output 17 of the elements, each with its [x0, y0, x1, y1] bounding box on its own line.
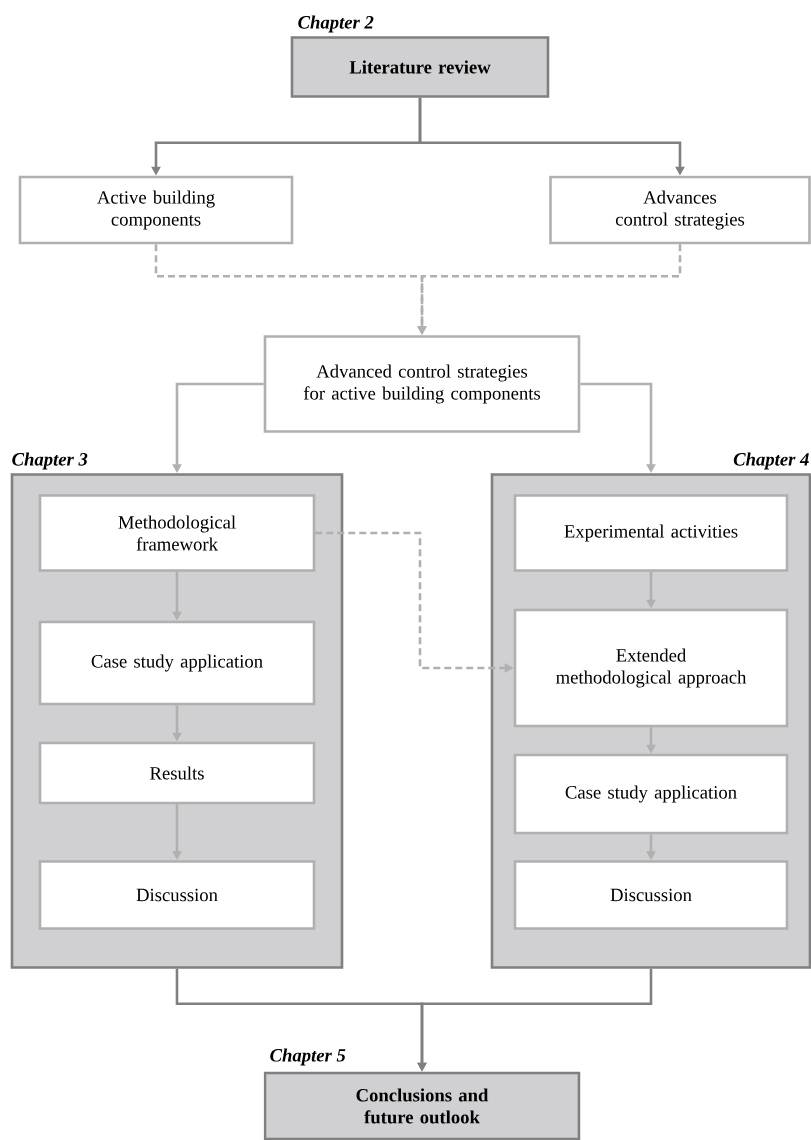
process-box: Discussion	[38, 860, 316, 930]
chapter-heading: Chapter 2	[298, 15, 374, 33]
process-box: Extended methodological approach	[513, 608, 789, 728]
process-box: Case study application	[38, 620, 316, 706]
process-box: Methodological framework	[38, 494, 316, 572]
process-box: Conclusions and future outlook	[263, 1071, 581, 1140]
chapter-heading: Chapter 3	[12, 452, 88, 470]
chapter-heading: Chapter 4	[733, 452, 809, 470]
process-box: Advances control strategies	[549, 175, 811, 245]
process-box: Discussion	[513, 860, 789, 930]
chapter-heading: Chapter 5	[270, 1048, 346, 1066]
process-box: Literature review	[290, 36, 550, 98]
process-box: Advanced control strategies for active building components	[263, 335, 581, 433]
process-box: Experimental activities	[513, 494, 789, 572]
process-box: Case study application	[513, 753, 789, 835]
process-box: Active building components	[18, 175, 294, 245]
process-box: Results	[38, 741, 316, 805]
